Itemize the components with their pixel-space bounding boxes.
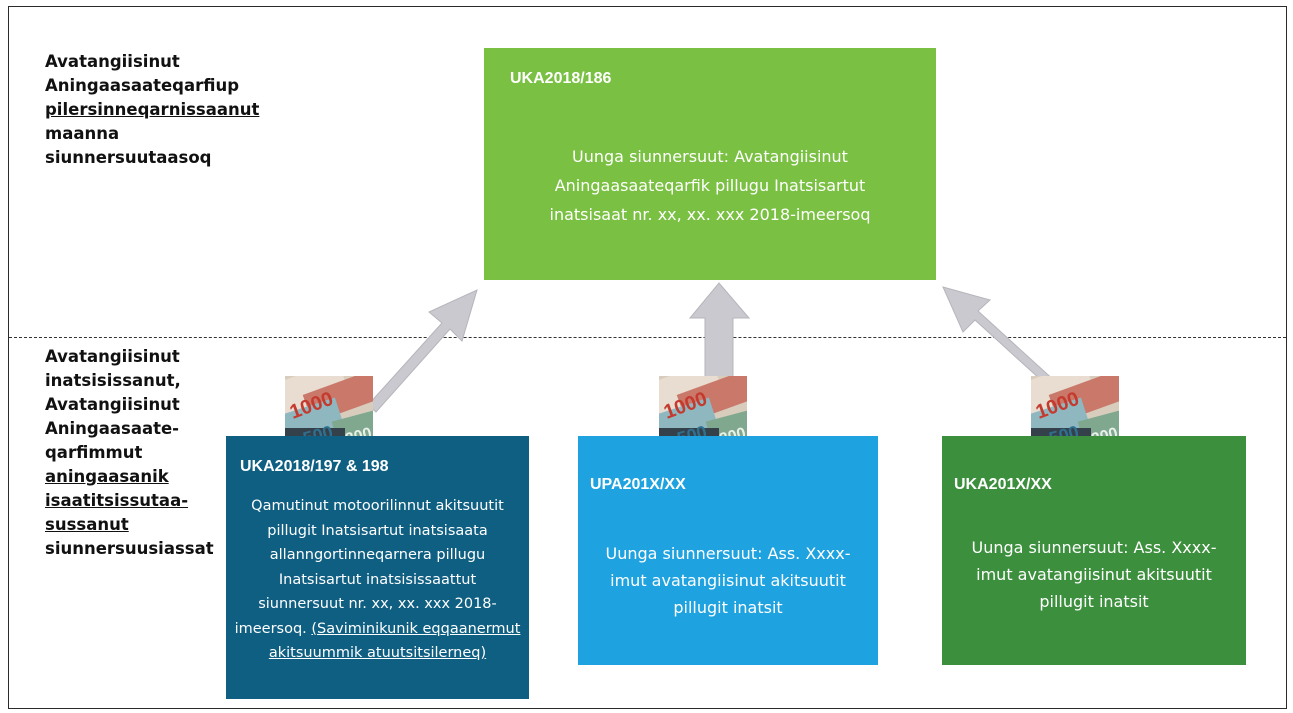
box-description: Uunga siunnersuut: Ass. Xxxx-imut avatan… [605, 544, 851, 617]
box-description: Uunga siunnersuut: Avatangiisinut Aninga… [549, 147, 871, 224]
bottom-label-line: Avatangiisinut [45, 395, 180, 414]
box-description-text: Qamutinut motoorilinnut akitsuutit pillu… [234, 498, 504, 637]
right-proposal-box: UKA201X/XX Uunga siunnersuut: Ass. Xxxx-… [942, 436, 1246, 665]
box-description: Uunga siunnersuut: Ass. Xxxx-imut avatan… [971, 538, 1217, 611]
box-code: UKA2018/186 [510, 70, 612, 87]
up-arrow [688, 282, 751, 379]
bottom-label-line: isaatitsissutaa- [45, 491, 189, 510]
box-code: UPA201X/XX [590, 476, 686, 493]
bottom-label-line: inatsisissanut, [45, 371, 181, 390]
top-section-label: Avatangiisinut Aningaasaateqarfiup piler… [45, 50, 305, 170]
bottom-section-label: Avatangiisinut inatsisissanut, Avatangii… [45, 345, 235, 561]
box-description-link[interactable]: (Saviminikunik eqqaanermut akitsuummik a… [268, 620, 521, 662]
bottom-label-line: siunnersuusiassat [45, 539, 214, 558]
left-proposal-box: UKA2018/197 & 198 Qamutinut motoorilinnu… [226, 436, 529, 699]
bottom-label-line: qarfimmut [45, 443, 143, 462]
box-description: Qamutinut motoorilinnut akitsuutit pillu… [234, 494, 521, 666]
bottom-label-line: sussanut [45, 515, 129, 534]
up-arrow [367, 289, 478, 413]
dashed-divider [9, 337, 1286, 338]
top-label-line: Avatangiisinut [45, 52, 180, 71]
top-label-line: Aningaasaateqarfiup [45, 76, 240, 95]
bottom-label-line: Aningaasaate- [45, 419, 180, 438]
top-label-line: siunnersuutaasoq [45, 148, 212, 167]
middle-proposal-box: UPA201X/XX Uunga siunnersuut: Ass. Xxxx-… [578, 436, 878, 665]
top-label-line: maanna [45, 124, 120, 143]
bottom-label-line: aningaasanik [45, 467, 169, 486]
top-proposal-box: UKA2018/186 Uunga siunnersuut: Avatangii… [484, 48, 936, 280]
bottom-label-line: Avatangiisinut [45, 347, 180, 366]
box-code: UKA2018/197 & 198 [240, 458, 389, 475]
box-code: UKA201X/XX [954, 476, 1052, 493]
top-label-line: pilersinneqarnissaanut [45, 100, 260, 119]
